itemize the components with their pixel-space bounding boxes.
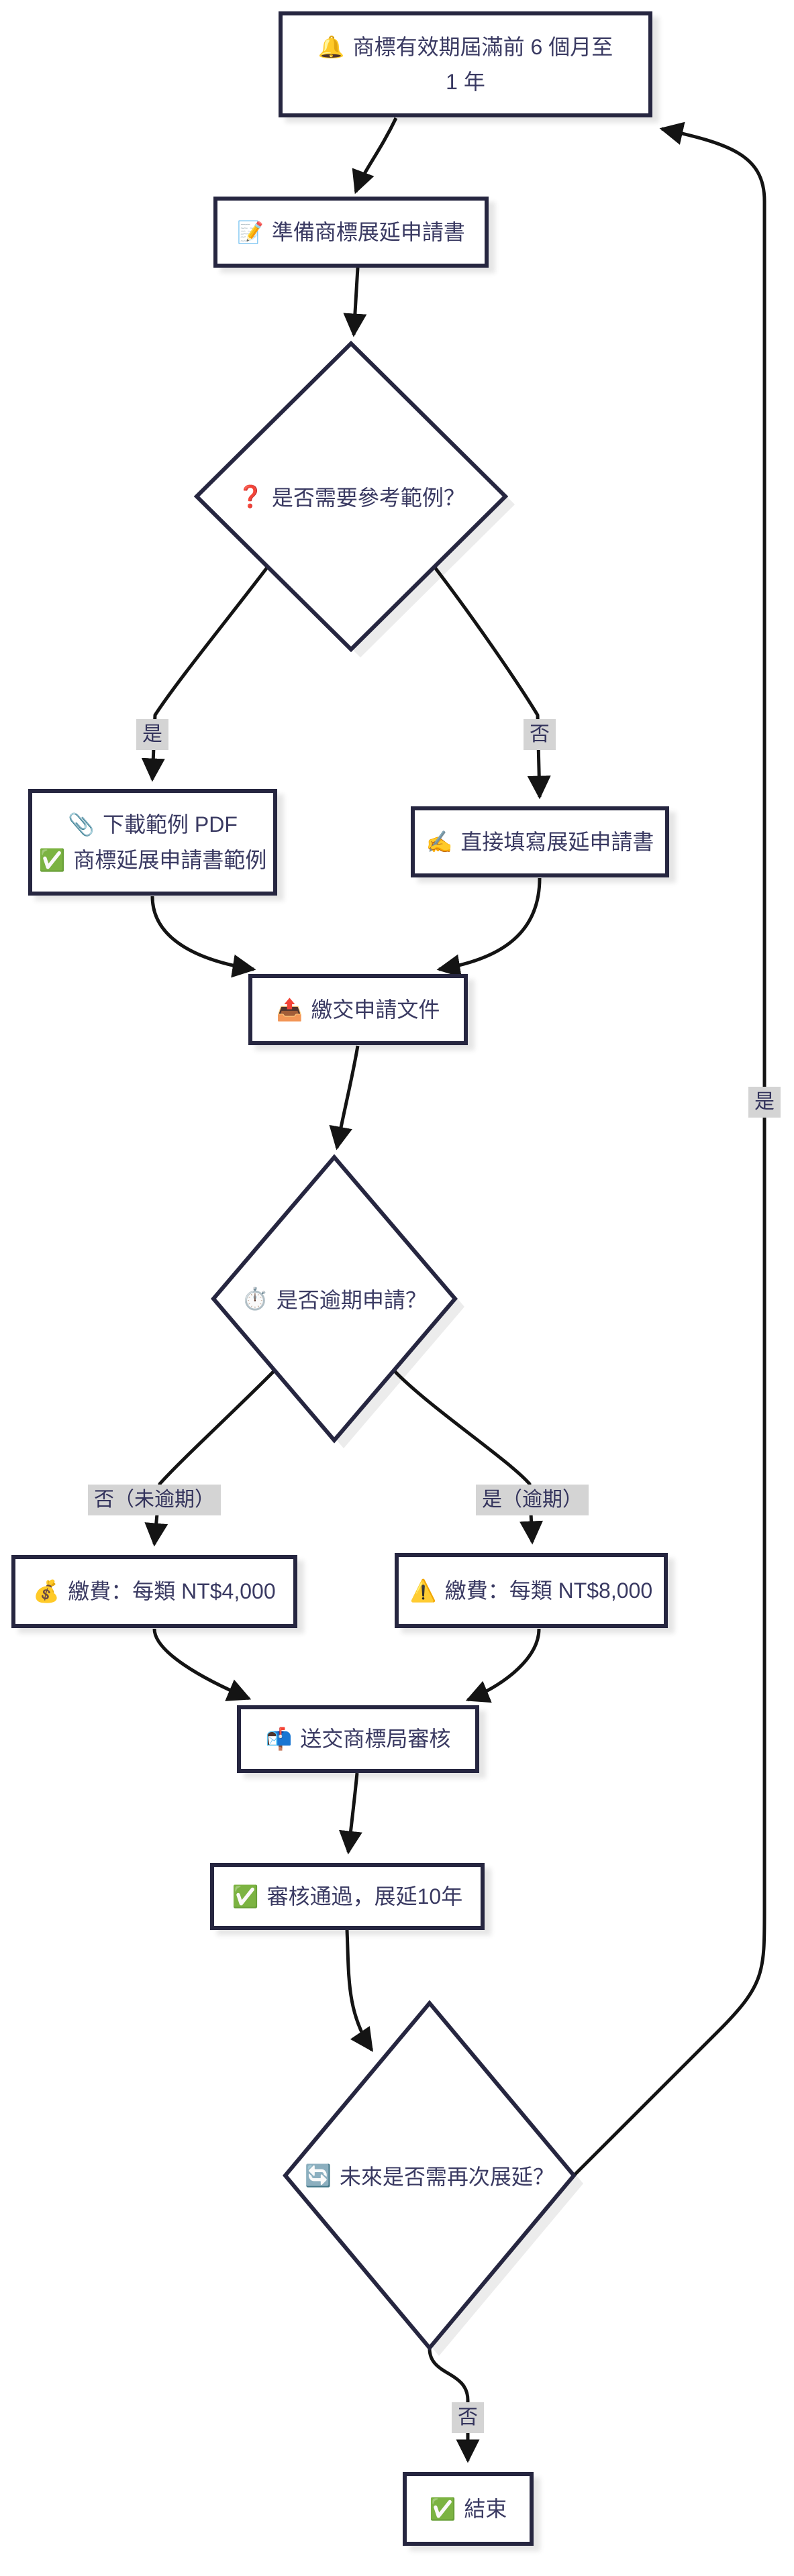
edge-start-to-prepare: [352, 117, 398, 195]
prepare-node-text: 準備商標展延申請書: [271, 219, 465, 244]
edge-decision2-to-fee-overdue: [393, 1370, 544, 1545]
repeat-arrows-icon: 🔄: [305, 2163, 332, 2188]
end-node-line: ✅ 結束: [430, 2493, 507, 2524]
edge-label-yes-overdue: 是（逾期）: [476, 1485, 589, 1515]
edge-label-no-renew: 否: [452, 2402, 484, 2433]
edge-fee-normal-to-review: [152, 1628, 252, 1701]
start-node-line2: 1 年: [446, 66, 485, 97]
download-example-line2: ✅ 商標延展申請書範例: [39, 845, 267, 875]
fill-direct-text: 直接填寫展延申請書: [460, 829, 654, 854]
fee-normal-line: 💰 繳費：每類 NT$4,000: [33, 1576, 275, 1607]
check-mark-icon: ✅: [38, 847, 66, 872]
prepare-node: 📝 準備商標展延申請書: [213, 197, 489, 268]
decision2-label: ⏱️ 是否逾期申請？: [187, 1272, 482, 1326]
warning-icon: ⚠️: [409, 1578, 437, 1603]
edge-decision3-loop-to-start: [573, 121, 766, 2177]
bell-icon: 🔔: [317, 34, 345, 59]
edge-label-no-not-overdue: 否（未逾期）: [88, 1485, 221, 1515]
decision1-diamond: [193, 340, 509, 653]
fill-direct-node: ✍️ 直接填寫展延申請書: [411, 806, 669, 877]
submit-docs-node: 📤 繳交申請文件: [248, 974, 468, 1045]
approved-line: ✅ 審核通過，展延10年: [232, 1881, 462, 1912]
money-bag-icon: 💰: [33, 1579, 60, 1604]
edge-fee-overdue-to-review: [465, 1628, 541, 1703]
submit-docs-text: 繳交申請文件: [311, 997, 440, 1022]
edge-download-to-submit: [150, 896, 256, 978]
fill-direct-line: ✍️ 直接填寫展延申請書: [426, 826, 654, 857]
decision1-text: 是否需要參考範例？: [271, 486, 465, 510]
decision2-diamond: [211, 1154, 458, 1444]
edge-decision1-to-download: [141, 566, 268, 782]
start-node: 🔔 商標有效期屆滿前 6 個月至 1 年: [279, 11, 652, 117]
paperclip-icon: 📎: [68, 812, 95, 837]
start-node-text1: 商標有效期屆滿前 6 個月至: [352, 34, 613, 59]
decision3-text: 未來是否需再次展延？: [339, 2165, 554, 2189]
edge-review-to-approved: [338, 1772, 362, 1855]
edge-label-yes-example: 是: [136, 719, 168, 750]
approved-node: ✅ 審核通過，展延10年: [210, 1863, 485, 1930]
edge-submit-to-decision2: [329, 1045, 360, 1150]
approved-text: 審核通過，展延10年: [266, 1884, 463, 1909]
download-example-line1: 📎 下載範例 PDF: [68, 809, 238, 840]
fee-overdue-node: ⚠️ 繳費：每類 NT$8,000: [395, 1553, 668, 1628]
outbox-tray-icon: 📤: [276, 997, 303, 1022]
edge-approved-to-decision3: [345, 1929, 374, 2052]
stopwatch-icon: ⏱️: [242, 1287, 268, 1311]
edge-label-no-example: 否: [524, 719, 556, 750]
send-review-text: 送交商標局審核: [300, 1727, 451, 1752]
check-mark-icon: ✅: [232, 1884, 259, 1909]
edge-fill-to-submit: [436, 877, 542, 978]
decision3-label: 🔄 未來是否需再次展延？: [242, 2149, 617, 2202]
memo-icon: 📝: [237, 219, 264, 244]
decision3-diamond: [283, 2000, 577, 2351]
send-review-line: 📬 送交商標局審核: [266, 1723, 451, 1754]
submit-docs-line: 📤 繳交申請文件: [277, 994, 440, 1025]
send-review-node: 📬 送交商標局審核: [237, 1705, 479, 1773]
edge-label-yes-renew-loop: 是: [748, 1087, 781, 1118]
edge-decision2-to-fee-normal: [144, 1370, 275, 1547]
fee-overdue-text: 繳費：每類 NT$8,000: [444, 1578, 653, 1603]
edge-decision1-to-fill: [434, 566, 551, 800]
end-node: ✅ 結束: [403, 2472, 534, 2546]
end-node-text: 結束: [464, 2496, 507, 2521]
question-mark-icon: ❓: [237, 484, 264, 508]
edge-decision3-to-end: [428, 2348, 480, 2463]
download-example-node: 📎 下載範例 PDF ✅ 商標延展申請書範例: [28, 789, 277, 896]
download-example-text2: 商標延展申請書範例: [73, 847, 267, 872]
fee-overdue-line: ⚠️ 繳費：每類 NT$8,000: [410, 1575, 652, 1606]
download-example-text1: 下載範例 PDF: [102, 812, 238, 837]
writing-hand-icon: ✍️: [426, 829, 453, 854]
prepare-node-line: 📝 準備商標展延申請書: [237, 217, 465, 248]
fee-normal-text: 繳費：每類 NT$4,000: [68, 1579, 276, 1604]
decision2-text: 是否逾期申請？: [276, 1288, 427, 1312]
mailbox-icon: 📬: [265, 1727, 293, 1752]
fee-normal-node: 💰 繳費：每類 NT$4,000: [11, 1555, 297, 1628]
edge-prepare-to-decision1: [343, 267, 367, 337]
start-node-text2: 1 年: [446, 70, 485, 94]
check-mark-icon: ✅: [429, 2496, 456, 2521]
start-node-line1: 🔔 商標有效期屆滿前 6 個月至: [318, 32, 613, 62]
decision1-label: ❓ 是否需要參考範例？: [183, 470, 519, 523]
